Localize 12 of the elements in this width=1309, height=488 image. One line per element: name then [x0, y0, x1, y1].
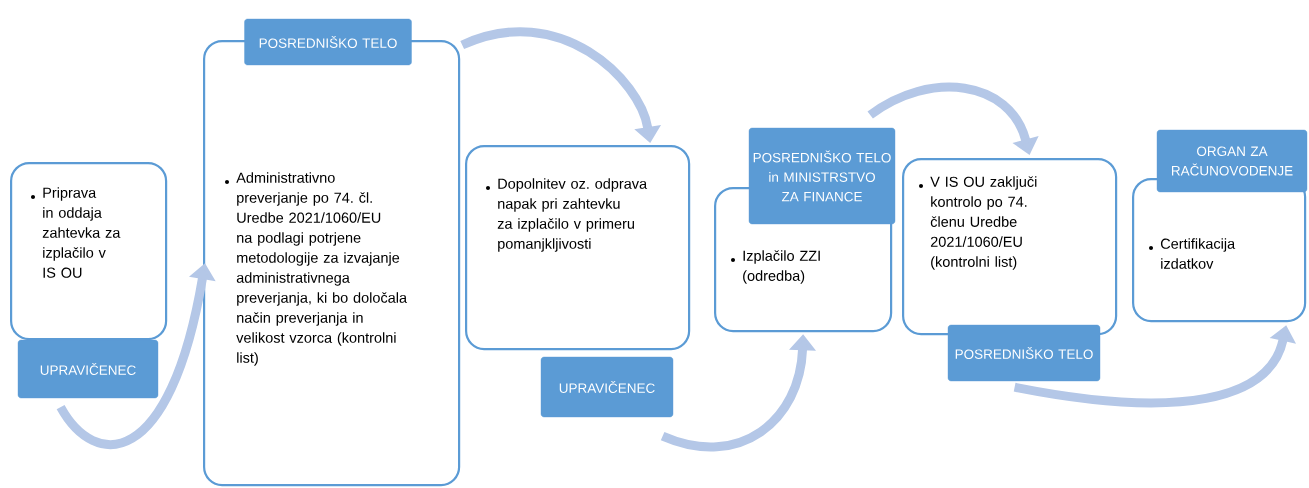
role-tab: ORGAN ZA RAČUNOVODENJE	[1156, 129, 1308, 193]
bullet-text: Administrativno preverjanje po 74. čl. Uredbe 2021/1060/EU na podlagi potrjene metodologije za izvajanje administrativnega preverjanja, ki bo določala način preverjanja in velikost vzorca (kontrolni list)	[225, 172, 408, 366]
role-tab: POSREDNIŠKO TELO in MINISTRSTVO ZA FINANCE	[748, 127, 896, 225]
bullet-text: Priprava in oddaja zahtevka za izplačilo v IS OU	[31, 187, 121, 278]
role-tab: POSREDNIŠKO TELO	[244, 18, 412, 66]
bullet-text: V IS OU zaključi kontrolo po 74. členu Uredbe 2021/1060/EU (kontrolni list)	[919, 176, 1037, 270]
role-tab: POSREDNIŠKO TELO	[947, 324, 1101, 382]
role-tab: UPRAVIČENEC	[17, 339, 159, 399]
bullet-text: Izplačilo ZZI (odredba)	[731, 250, 820, 284]
bullet-text: Certifikacija izdatkov	[1149, 238, 1236, 269]
role-tab: UPRAVIČENEC	[540, 356, 674, 418]
bullet-text: Dopolnitev oz. odprava napak pri zahtevku za izplačilo v primeru pomanjkljivosti	[486, 178, 648, 252]
